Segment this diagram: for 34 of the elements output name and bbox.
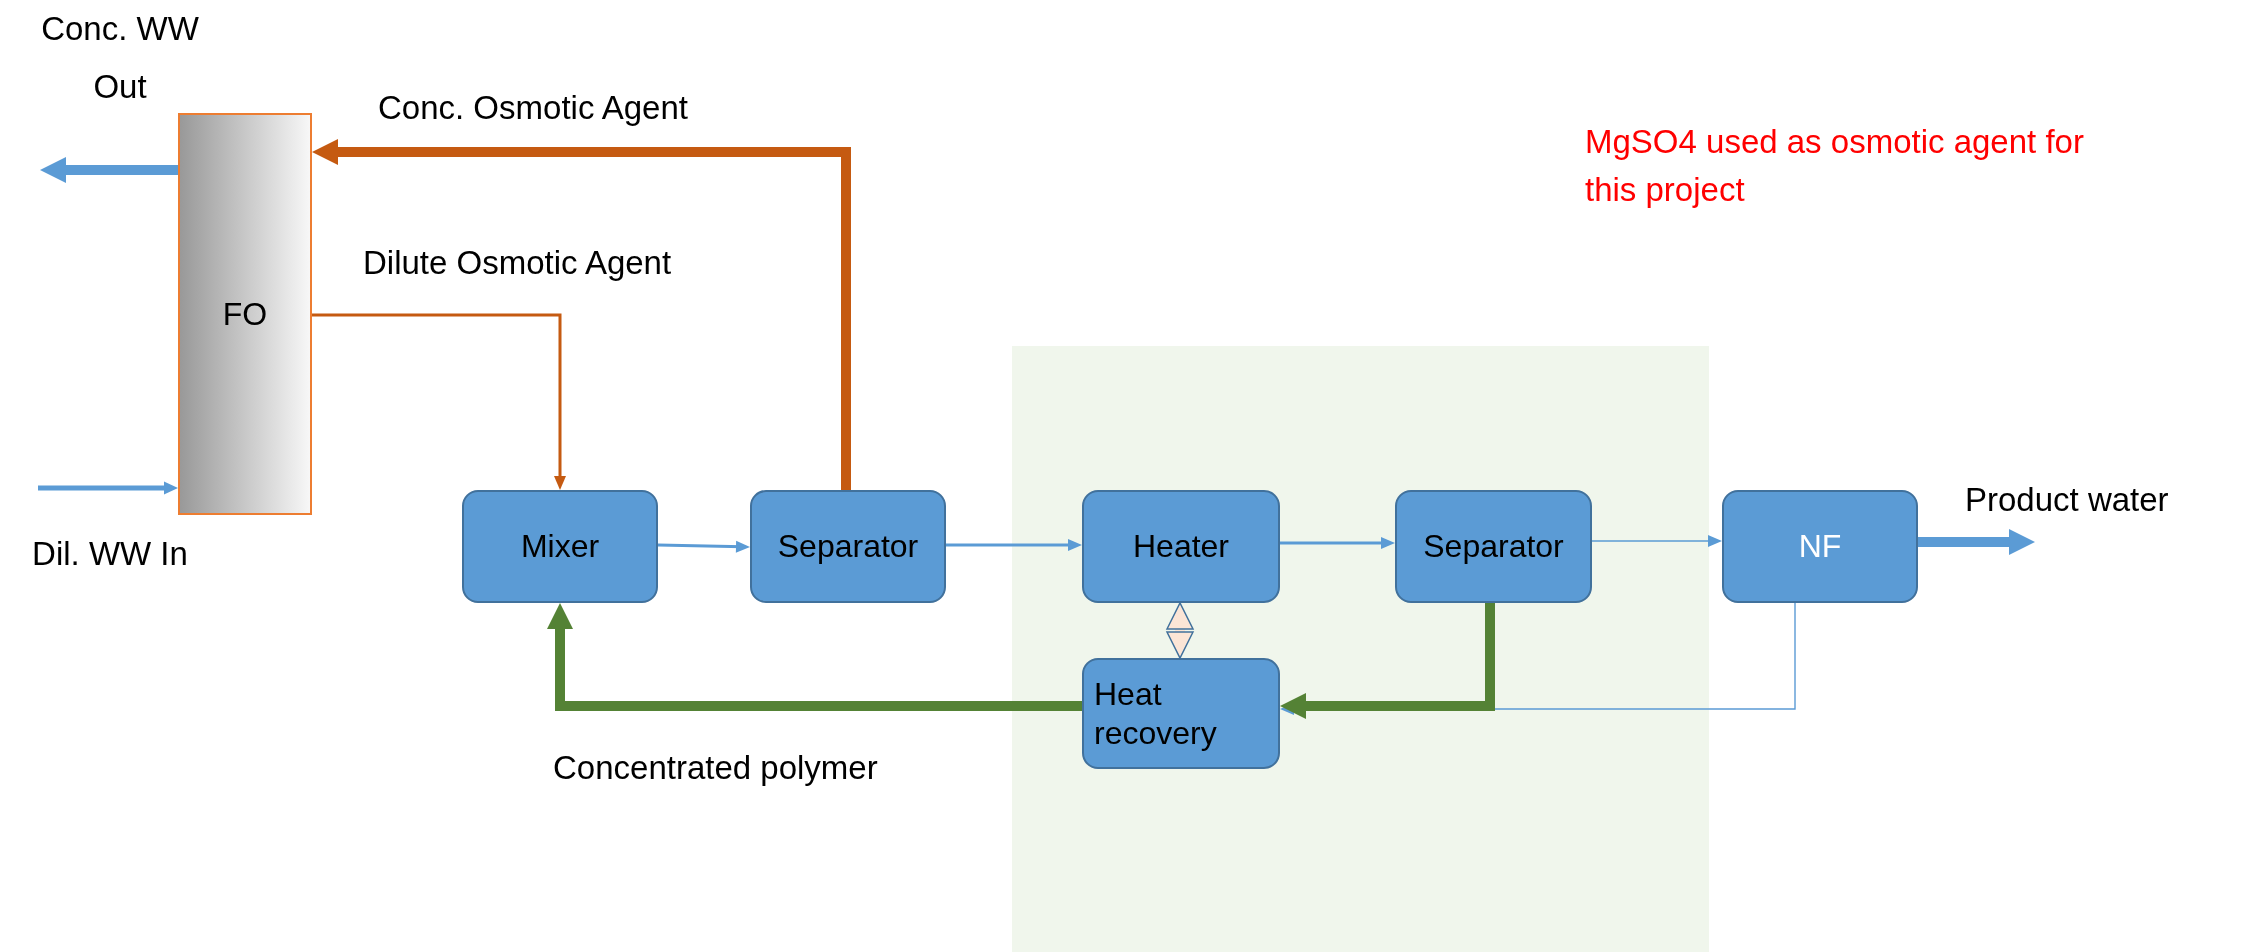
process-box <box>462 490 658 603</box>
node-label: Heat recovery <box>1094 675 1218 752</box>
node-label: Separator <box>777 527 919 566</box>
node-label: FO <box>222 294 268 334</box>
flow-arrow <box>1280 537 1395 549</box>
flow-arrow <box>547 603 1082 711</box>
flow-arrow <box>312 313 566 490</box>
process-box <box>1082 490 1280 603</box>
edge-label: Concentrated polymer <box>553 748 878 788</box>
flow-arrow <box>1591 535 1722 547</box>
membrane-unit-box <box>178 113 312 515</box>
flow-arrow <box>946 539 1082 551</box>
edge-label: Dilute Osmotic Agent <box>363 243 672 283</box>
process-box <box>1722 490 1918 603</box>
edge-label: Conc. Osmotic Agent <box>378 88 688 128</box>
edge-label: Conc. WW Out <box>40 9 200 107</box>
edge-label: Dil. WW In <box>31 534 189 574</box>
node-label: NF <box>1798 527 1842 566</box>
shaded-band <box>1012 346 1709 952</box>
flow-arrow <box>1918 529 2035 555</box>
double-arrow <box>1166 602 1194 659</box>
edge-label: Product water <box>1965 480 2169 520</box>
node-label: Heater <box>1132 527 1229 566</box>
process-box <box>1395 490 1592 603</box>
note-text: MgSO4 used as osmotic agent for this project <box>1585 122 2085 210</box>
flow-arrow <box>657 540 750 553</box>
node-label: Separator <box>1423 527 1564 566</box>
node-label: Mixer <box>520 527 600 566</box>
flow-arrow <box>38 481 178 495</box>
flow-arrow <box>40 157 178 183</box>
flow-arrow <box>1280 603 1495 719</box>
process-box <box>1082 658 1280 769</box>
flow-arrow <box>312 139 851 490</box>
process-box <box>750 490 946 603</box>
